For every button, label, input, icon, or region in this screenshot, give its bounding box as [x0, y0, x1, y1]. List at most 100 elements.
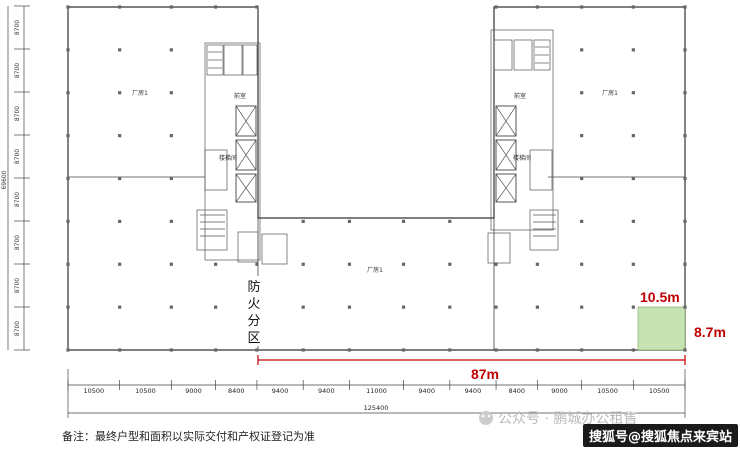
structural-column	[535, 262, 539, 266]
structural-column	[66, 134, 70, 138]
structural-column	[631, 262, 635, 266]
left-dim-segment-label: 8700	[14, 149, 21, 164]
footnote: 备注：最终户型和面积以实际交付和产权证登记为准	[62, 430, 315, 443]
structural-column	[118, 348, 122, 352]
structural-column	[631, 91, 635, 95]
structural-column	[347, 305, 352, 309]
structural-column	[580, 48, 584, 52]
structural-column	[118, 134, 122, 138]
structural-column	[401, 305, 406, 309]
bottom-dim-segment-label: 9400	[418, 387, 435, 395]
red-span-marker	[257, 355, 686, 365]
watermark: 公众号 · 鹏城办公租售	[479, 411, 637, 427]
room-label-right: 厂房1	[602, 89, 618, 97]
structural-column	[169, 91, 173, 95]
structural-column	[494, 5, 498, 9]
structural-column	[494, 262, 498, 266]
structural-column	[448, 219, 452, 223]
bottom-dim-segment-label: 11000	[366, 387, 387, 395]
structural-column	[683, 176, 687, 181]
structural-column	[683, 91, 687, 95]
structural-column	[118, 176, 122, 181]
structural-column	[169, 176, 173, 181]
stair-label-left: 楼梯间	[219, 154, 237, 162]
structural-column	[66, 5, 70, 9]
structural-column	[683, 219, 687, 223]
structural-column	[118, 305, 122, 309]
structural-column	[535, 5, 539, 9]
structural-column	[631, 134, 635, 138]
structural-column	[401, 219, 406, 223]
structural-column	[683, 305, 687, 309]
structural-column	[448, 305, 452, 309]
structural-column	[580, 219, 584, 223]
source-badge: 搜狐号@搜狐焦点来宾站	[582, 424, 738, 447]
bottom-dim-segment-label: 10500	[83, 387, 104, 395]
bottom-dim-segment-label: 9400	[272, 387, 289, 395]
bottom-dim-segment-label: 9400	[318, 387, 335, 395]
right-core	[487, 29, 559, 264]
bottom-dim-segment-label: 9400	[465, 387, 482, 395]
structural-column	[347, 262, 352, 266]
structural-column	[118, 91, 122, 95]
structural-column	[448, 262, 452, 266]
structural-column	[169, 305, 173, 309]
structural-column	[494, 348, 498, 352]
structural-column	[169, 348, 173, 352]
fire-zone-char-1: 防	[247, 279, 260, 295]
structural-column	[347, 348, 352, 352]
structural-column	[118, 48, 122, 52]
structural-column	[448, 348, 452, 352]
structural-column	[301, 262, 305, 266]
structural-column	[255, 262, 259, 266]
left-core	[196, 42, 288, 265]
structural-column	[580, 91, 584, 95]
structural-column	[118, 219, 122, 223]
column-grid	[66, 5, 687, 352]
bottom-dimension-ticks: 10500 10500 9000 8400 9400 9400 11000 9400 9400 8…	[67, 380, 686, 395]
bottom-dimension: 10500 10500 9000 8400 9400 9400 11000 9400 9400 8…	[67, 369, 686, 418]
structural-column	[214, 348, 218, 352]
structural-column	[683, 134, 687, 138]
left-dim-segment-label: 8700	[14, 278, 21, 293]
structural-column	[535, 305, 539, 309]
structural-column	[255, 5, 259, 9]
structural-column	[66, 48, 70, 52]
structural-column	[631, 5, 635, 9]
structural-column	[683, 5, 687, 9]
structural-column	[535, 348, 539, 352]
structural-column	[66, 348, 70, 352]
internal-walls	[68, 176, 685, 350]
bottom-dim-segment-label: 8400	[508, 387, 525, 395]
bottom-dim-segment-label: 9000	[185, 387, 202, 395]
fire-zone-char-4: 区	[247, 331, 260, 346]
stair-label-right: 楼梯间	[513, 154, 531, 162]
left-dim-segment-label: 8700	[14, 63, 21, 78]
fire-zone-char-3: 分	[247, 314, 260, 329]
structural-column	[66, 91, 70, 95]
structural-column	[580, 5, 584, 9]
structural-column	[214, 305, 218, 309]
structural-column	[169, 219, 173, 223]
highlighted-bay	[637, 306, 686, 351]
structural-column	[169, 134, 173, 138]
structural-column	[631, 176, 635, 181]
left-dim-segment-label: 8700	[14, 192, 21, 207]
bottom-dimension-total: 125400	[364, 404, 389, 412]
structural-column	[683, 262, 687, 266]
structural-column	[683, 48, 687, 52]
structural-column	[255, 348, 259, 352]
bottom-dim-segment-label: 10500	[649, 387, 670, 395]
structural-column	[580, 305, 584, 309]
left-dim-segment-label: 8700	[14, 321, 21, 336]
left-dimension-total: 69600	[1, 170, 8, 189]
left-dim-segment-label: 8700	[14, 235, 21, 250]
core-label-left: 前室	[234, 92, 246, 100]
bottom-dim-segment-label: 8400	[228, 387, 245, 395]
room-label-center: 厂房1	[367, 266, 383, 274]
structural-column	[118, 5, 122, 9]
structural-column	[66, 219, 70, 223]
